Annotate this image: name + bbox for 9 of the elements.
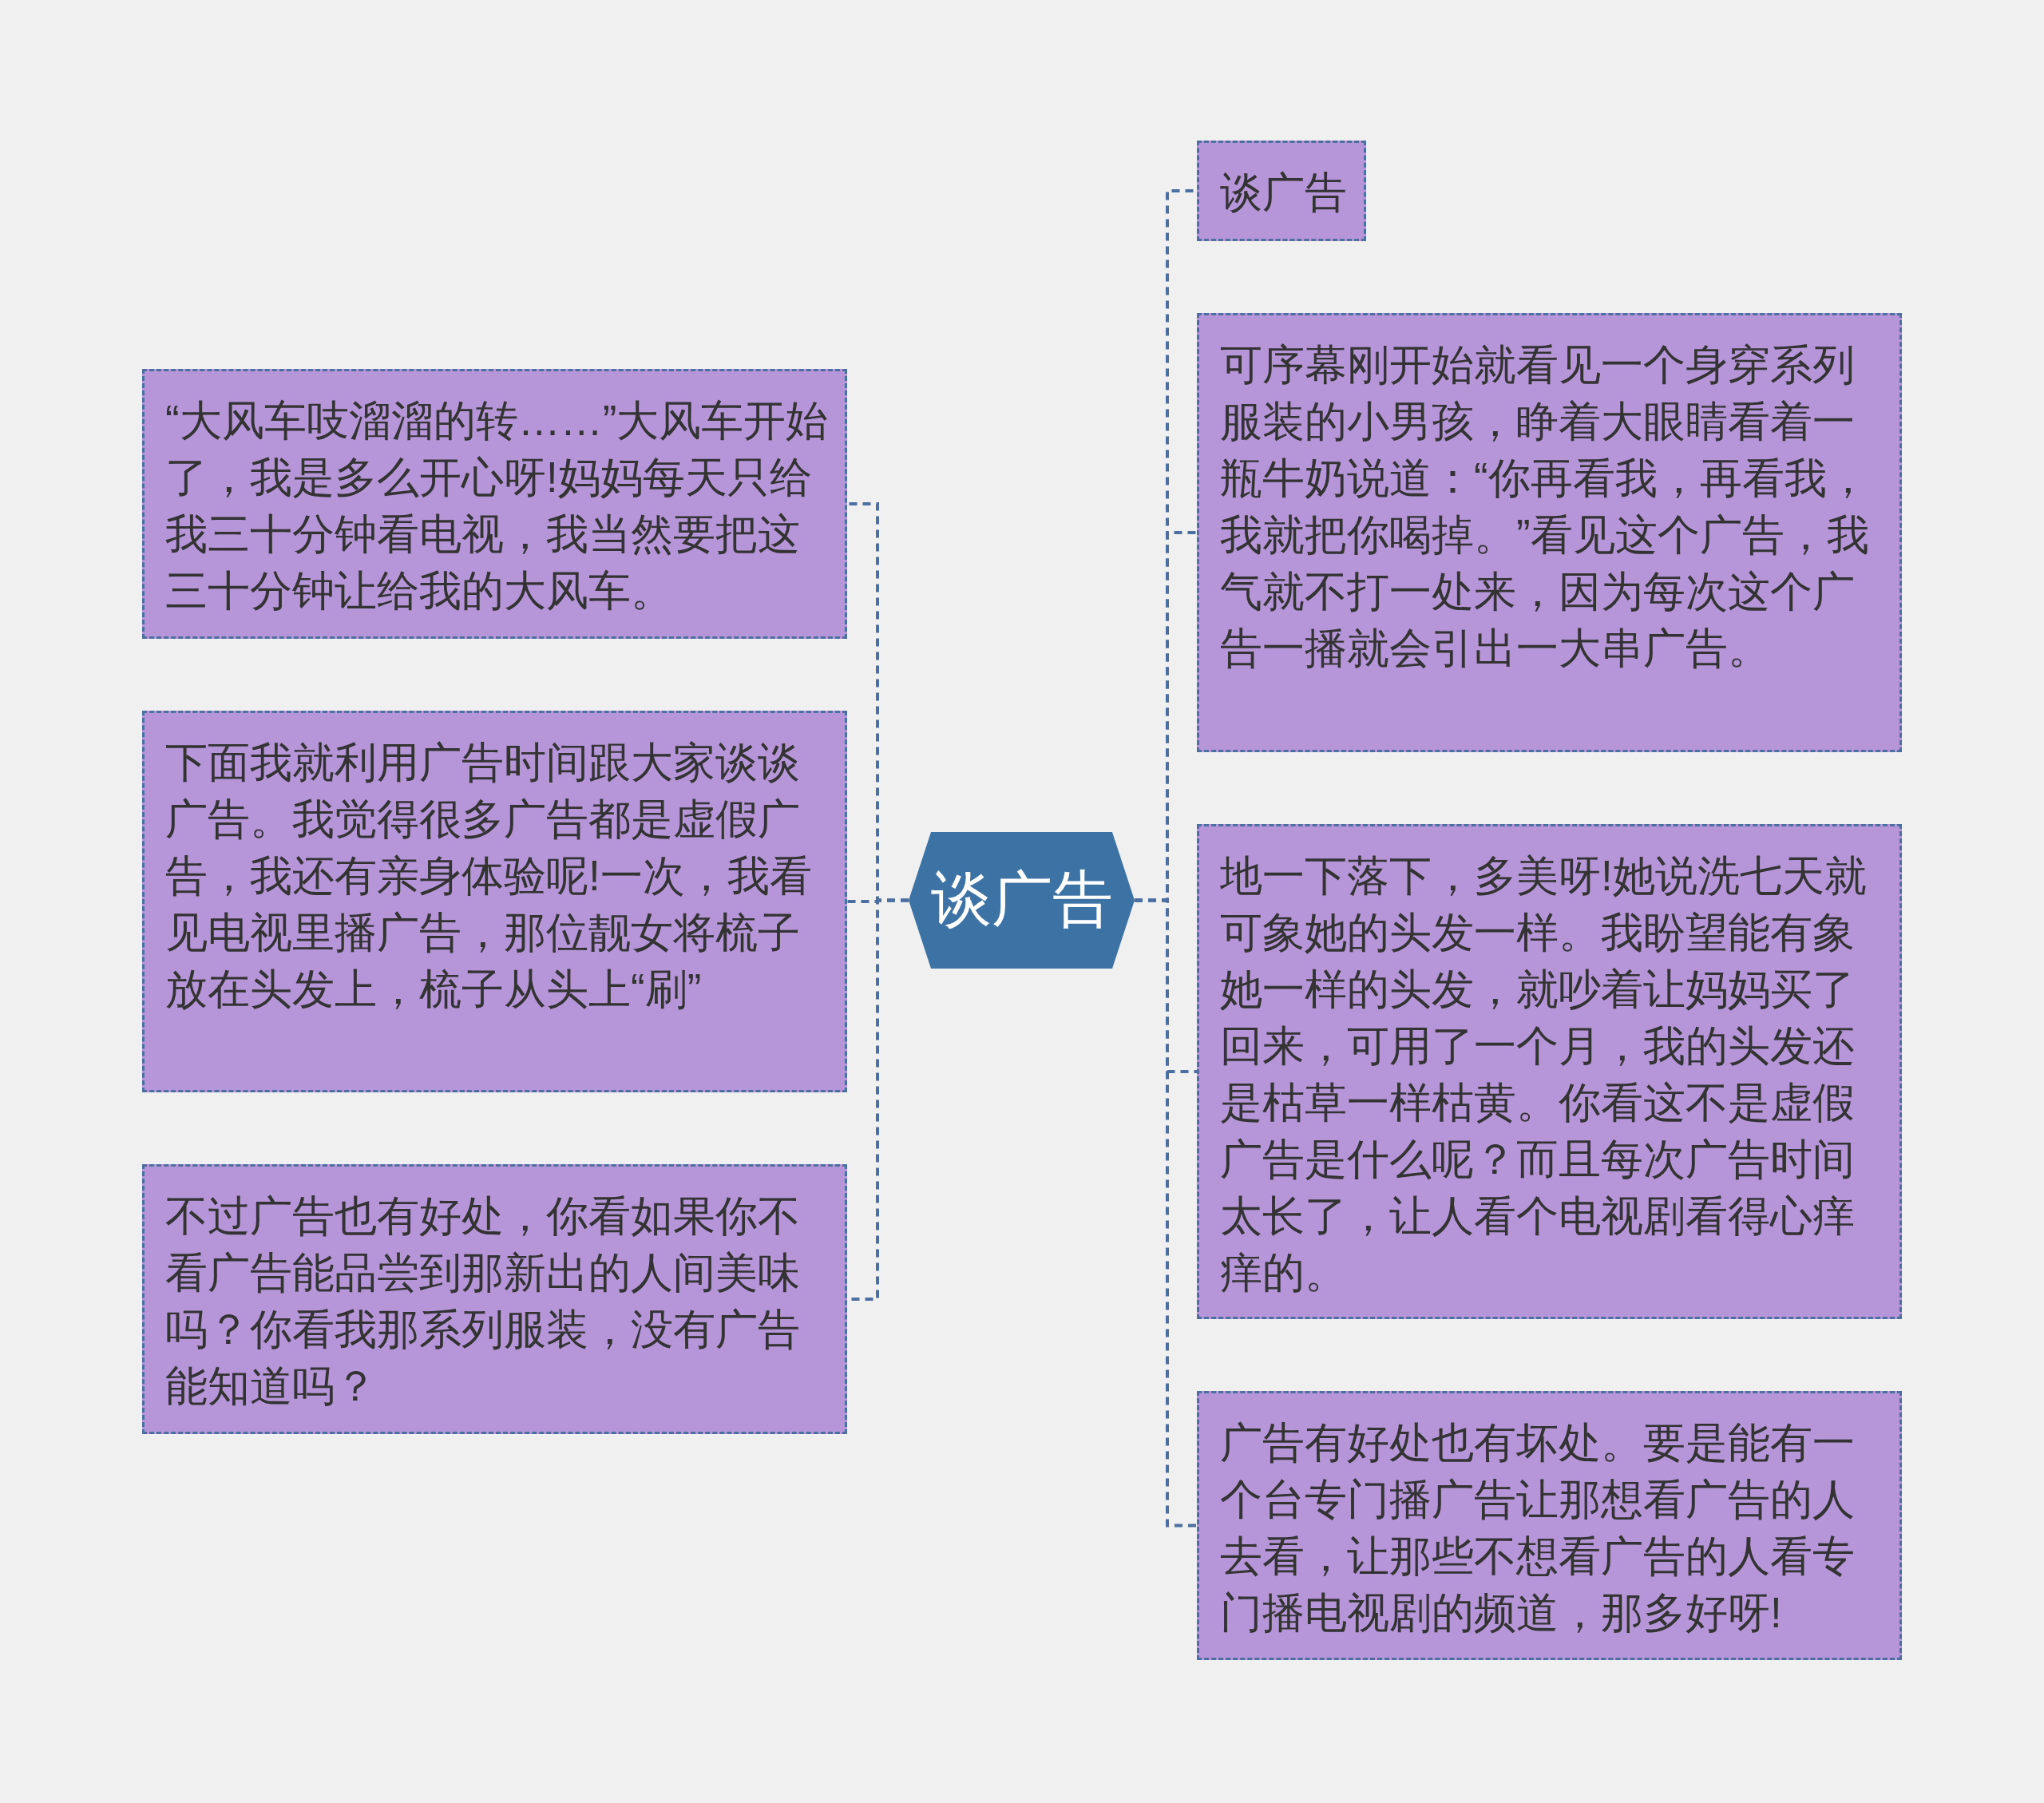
text-box: 下面我就利用广告时间跟大家谈谈广告。我觉得很多广告都是虚假广告，我还有亲身体验呢!一次，我看见电视里播广告，那位靓女将梳子放在头发上，梳子从头上“刷” xyxy=(142,711,847,1092)
text-box: “大风车吱溜溜的转……”大风车开始了，我是多么开心呀!妈妈每天只给我三十分钟看电视，我当然要把这三十分钟让给我的大风车。 xyxy=(142,369,847,639)
connector-line xyxy=(1135,898,1197,1528)
hexagon-node: 谈广告 xyxy=(909,832,1135,969)
text-box: 地一下落下，多美呀!她说洗七天就可象她的头发一样。我盼望能有象她一样的头发，就吵着让妈妈买了回来，可用了一个月，我的头发还是枯草一样枯黄。你看这不是虚假广告是什么呢？而且每次广告时间太长了，让人看个电视剧看得心痒痒的。 xyxy=(1197,824,1902,1319)
text-box: 可序幕刚开始就看见一个身穿系列服装的小男孩，睁着大眼睛看着一瓶牛奶说道：“你再看我，再看我，我就把你喝掉。”看见这个广告，我气就不打一处来，因为每次这个广告一播就会引出一大串广告。 xyxy=(1197,313,1902,752)
text-box: 广告有好处也有坏处。要是能有一个台专门播广告让那想看广告的人去看，让那些不想看广告的人看专门播电视剧的频道，那多好呀! xyxy=(1197,1391,1902,1660)
text-box: 谈广告 xyxy=(1197,141,1366,241)
text-box: 不过广告也有好处，你看如果你不看广告能品尝到那新出的人间美味吗？你看我那系列服装，没有广告能知道吗？ xyxy=(142,1164,847,1434)
